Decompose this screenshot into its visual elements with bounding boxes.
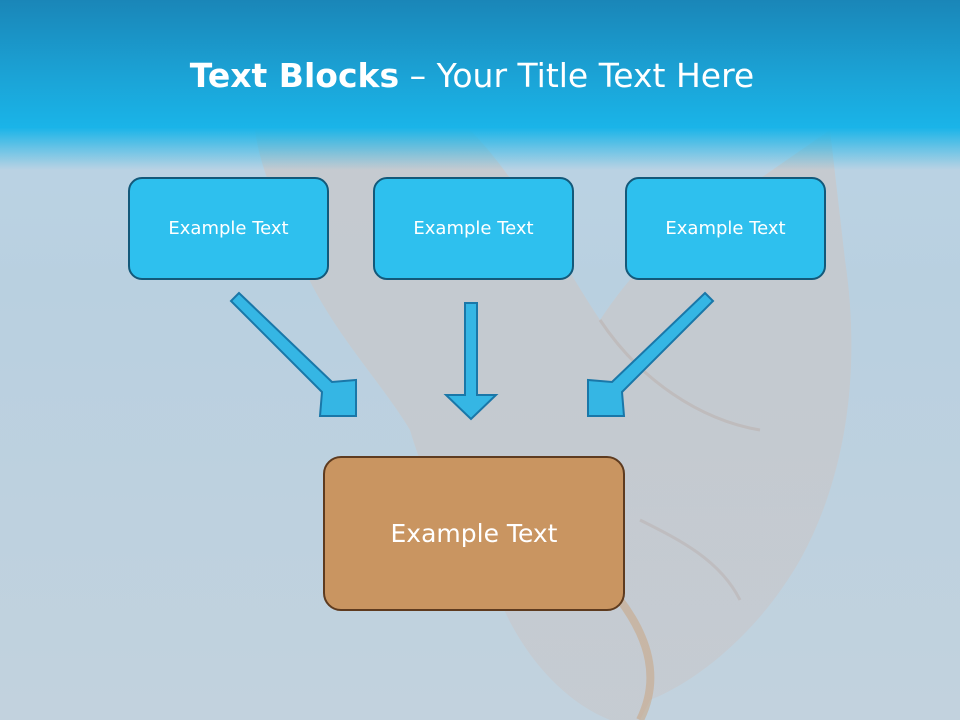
text-block-3-label: Example Text bbox=[665, 218, 786, 239]
center-text-block-label: Example Text bbox=[390, 519, 558, 548]
text-block-1[interactable]: Example Text bbox=[128, 177, 329, 280]
title-rest: Your Title Text Here bbox=[436, 56, 755, 95]
text-block-2-label: Example Text bbox=[413, 218, 534, 239]
text-block-1-label: Example Text bbox=[168, 218, 289, 239]
text-block-3[interactable]: Example Text bbox=[625, 177, 826, 280]
title-bar bbox=[0, 0, 960, 170]
title-dash: – bbox=[399, 56, 437, 95]
title-bold: Text Blocks bbox=[189, 56, 400, 95]
text-block-2[interactable]: Example Text bbox=[373, 177, 574, 280]
slide-title: Text Blocks – Your Title Text Here bbox=[0, 54, 944, 98]
center-text-block[interactable]: Example Text bbox=[323, 456, 625, 611]
